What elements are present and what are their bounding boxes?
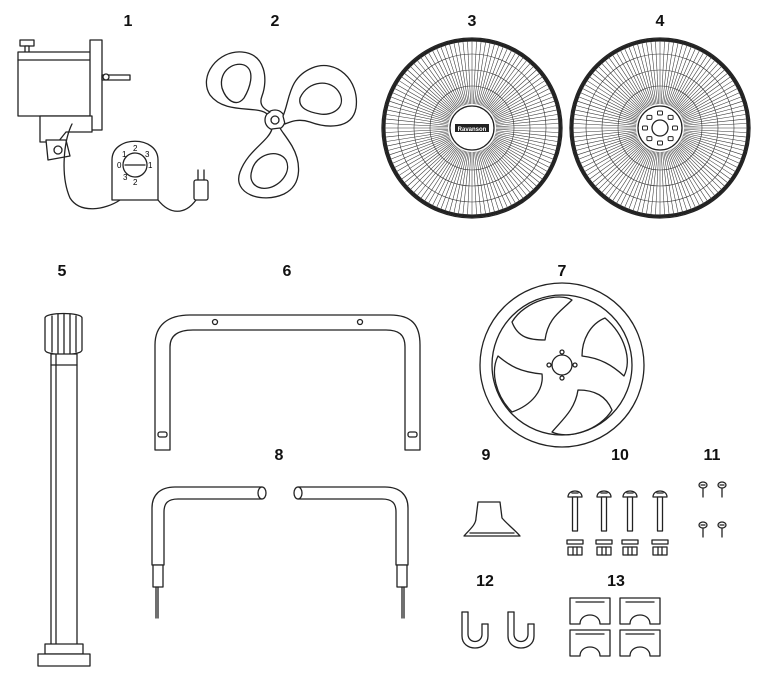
clamps-icon [569, 597, 661, 657]
part-number-11: 11 [704, 447, 721, 464]
part-number-12: 12 [476, 573, 494, 590]
brand-badge [455, 124, 489, 132]
pole-cap-icon [463, 501, 521, 537]
timer-mark-0: 0 [117, 161, 122, 170]
brand-badge-text: Ravanson [458, 127, 487, 133]
timer-mark-2: 2 [133, 144, 138, 153]
rear-grille-mount-holes [642, 110, 678, 146]
part-number-8: 8 [275, 447, 284, 464]
three-blade-propeller-icon [205, 51, 358, 199]
part-number-10: 10 [611, 447, 629, 464]
telescopic-pole-icon [37, 312, 91, 667]
timer-mark-1b: 1 [148, 161, 153, 170]
part-number-7: 7 [558, 263, 567, 280]
part-number-1: 1 [124, 13, 133, 30]
timer-mark-3b: 3 [123, 173, 128, 182]
grille-spokes [572, 40, 748, 216]
bolts-and-nuts-icon [566, 490, 669, 556]
small-screws-icon [698, 481, 727, 538]
rear-grille-icon [569, 37, 751, 219]
part-number-6: 6 [283, 263, 292, 280]
part-number-9: 9 [482, 447, 491, 464]
motor-unit-with-timer-and-plug-icon: 1 2 3 0 1 2 3 [17, 39, 209, 212]
timer-mark-3: 3 [145, 150, 150, 159]
timer-mark-2b: 2 [133, 178, 138, 187]
part-number-2: 2 [271, 13, 280, 30]
round-base-icon [479, 282, 645, 448]
part-number-4: 4 [656, 13, 665, 30]
part-number-5: 5 [58, 263, 67, 280]
u-frame-icon [154, 314, 421, 451]
part-number-13: 13 [607, 573, 625, 590]
part-number-3: 3 [468, 13, 477, 30]
leg-pair-icon [151, 486, 409, 619]
grille-spokes [384, 40, 560, 216]
front-grille-icon: Ravanson [381, 37, 563, 219]
timer-mark-1: 1 [122, 150, 127, 159]
hooks-icon [461, 611, 535, 649]
